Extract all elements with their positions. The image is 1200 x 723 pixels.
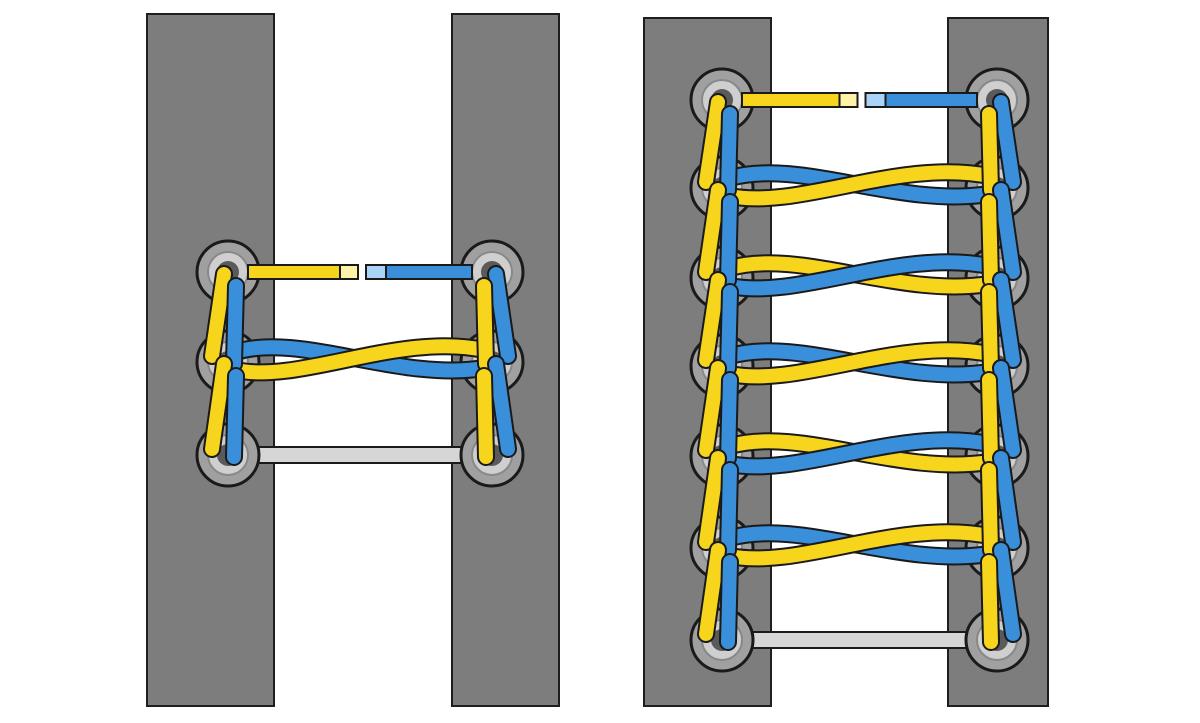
- lace-segment: [697, 271, 727, 369]
- lace-segment: [992, 181, 1022, 281]
- lace-segment: [992, 541, 1022, 643]
- lace-segment: [227, 337, 493, 382]
- lace-segment: [992, 93, 1022, 191]
- lace-segment: [721, 341, 998, 386]
- lace-segment: [719, 193, 739, 289]
- lace-segment: [719, 105, 739, 199]
- lace-segment: [697, 93, 727, 191]
- lace-segment: [225, 367, 245, 466]
- lace-segment: [992, 359, 1022, 459]
- lace-segment: [697, 181, 727, 281]
- lace-end-aglet: [365, 264, 387, 280]
- lace-segment: [719, 371, 739, 467]
- lace-segment: [475, 367, 495, 466]
- lace-end-aglet: [339, 264, 359, 280]
- lace-segment: [697, 541, 727, 643]
- lace-segment: [475, 277, 495, 373]
- lace-segment: [721, 163, 998, 208]
- lace-segment: [992, 271, 1022, 369]
- lacing-diagram-long-lacing: [643, 17, 1049, 707]
- lace-end-aglet: [864, 92, 887, 108]
- lace-segment: [721, 253, 998, 298]
- lace-end-aglet: [385, 264, 473, 280]
- lace-segment: [487, 265, 517, 365]
- lace-end-aglet: [884, 92, 978, 108]
- lace-segment: [980, 461, 1000, 559]
- lace-segment: [203, 355, 233, 458]
- lace-segment: [980, 105, 1000, 199]
- lace-end-aglet: [247, 264, 341, 280]
- lace-segment: [719, 553, 739, 651]
- lace-segment: [719, 461, 739, 559]
- lace-segment: [992, 449, 1022, 551]
- lace-segment: [980, 553, 1000, 651]
- lace-segment: [225, 277, 245, 373]
- lace-segment: [980, 193, 1000, 289]
- lace-end-aglet: [838, 92, 859, 108]
- lace-segment: [980, 283, 1000, 377]
- lace-segment: [203, 265, 233, 365]
- lace-segment: [697, 449, 727, 551]
- lace-segment: [980, 371, 1000, 467]
- lace-end-aglet: [741, 92, 841, 108]
- lace-segment: [719, 283, 739, 377]
- lace-segment: [487, 355, 517, 458]
- lacing-diagram-short-lacing: [146, 13, 560, 707]
- lace-segment: [721, 431, 998, 476]
- lace-segment: [697, 359, 727, 459]
- lace-segment: [721, 523, 998, 568]
